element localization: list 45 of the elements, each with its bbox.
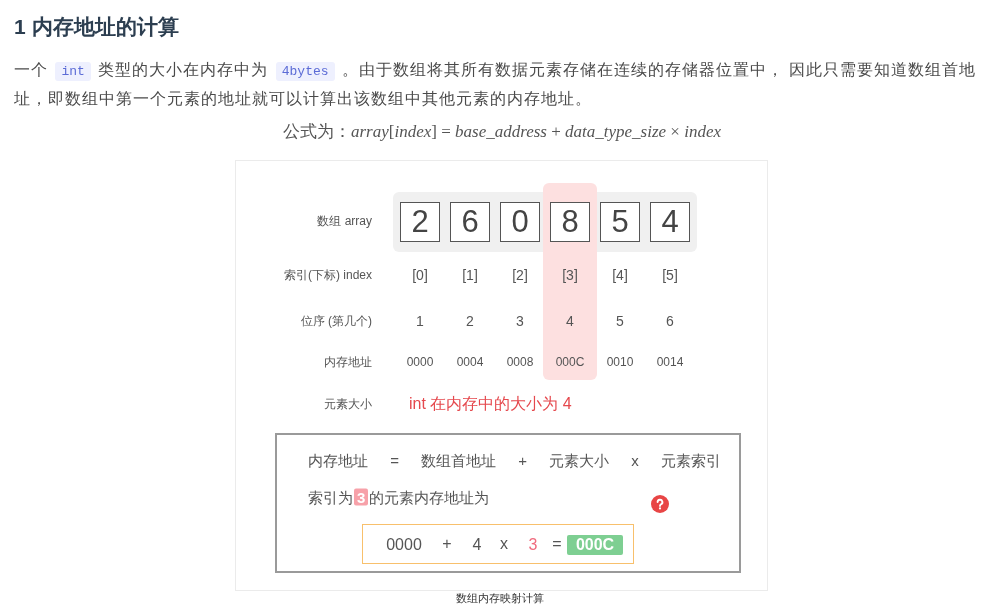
array-cell: 0 <box>500 202 540 242</box>
index-label: [1] <box>462 267 478 283</box>
position-number: 3 <box>516 313 524 329</box>
memory-address: 0010 <box>606 355 634 369</box>
memory-address: 0000 <box>406 355 434 369</box>
row-header: 数组 array <box>317 212 372 230</box>
array-cell: 8 <box>550 202 590 242</box>
position-number: 2 <box>466 313 474 329</box>
array-band <box>393 192 697 252</box>
index-label: [0] <box>412 267 428 283</box>
figure-caption: 数组内存映射计算 <box>456 590 544 606</box>
row-header: 内存地址 <box>324 353 372 371</box>
plus-sign: + <box>442 535 452 553</box>
position-number: 6 <box>666 313 674 329</box>
memory-address: 000C <box>555 355 585 369</box>
index-label: [5] <box>662 267 678 283</box>
equals-sign: = <box>552 535 562 553</box>
index-label: [4] <box>612 267 628 283</box>
memory-address: 0004 <box>456 355 484 369</box>
array-cell: 4 <box>650 202 690 242</box>
times-sign: x <box>500 535 508 553</box>
memory-address: 0008 <box>506 355 534 369</box>
formula-text: 公式为：array[index] = base_address + data_type_size × index <box>283 120 721 143</box>
row-header: 索引(下标) index <box>284 266 372 284</box>
index-label: [2] <box>512 267 528 283</box>
address-formula: 内存地址 = 数组首地址 + 元素大小 x 元素索引 <box>308 451 722 471</box>
index-label: [3] <box>562 267 578 283</box>
array-cell: 6 <box>450 202 490 242</box>
intro-paragraph: 一个 int 类型的大小在内存中为 4bytes 。由于数组将其所有数据元素存储在连续的存储器位置中， 因此只需要知道数组首地址，即数组中第一个元素的地址就可以计算出该数组中其他元素的内存地址。 <box>14 60 978 109</box>
calculation-box <box>362 524 634 564</box>
memory-address: 0014 <box>656 355 684 369</box>
position-number: 1 <box>416 313 424 329</box>
size-value: 4 <box>472 536 482 554</box>
formula-panel <box>275 433 741 573</box>
address-value: 0000 <box>386 536 422 554</box>
section-heading: 1 内存地址的计算 <box>14 14 179 40</box>
array-cell: 2 <box>400 202 440 242</box>
row-header: 元素大小 <box>324 395 372 413</box>
result-badge: 000C <box>567 535 623 555</box>
position-number: 4 <box>566 313 574 329</box>
size-note: int 在内存中的大小为 4 <box>409 393 572 414</box>
position-number: 5 <box>616 313 624 329</box>
array-cell: 5 <box>600 202 640 242</box>
row-header: 位序 (第几个) <box>300 312 372 330</box>
index-value: 3 <box>528 536 538 554</box>
